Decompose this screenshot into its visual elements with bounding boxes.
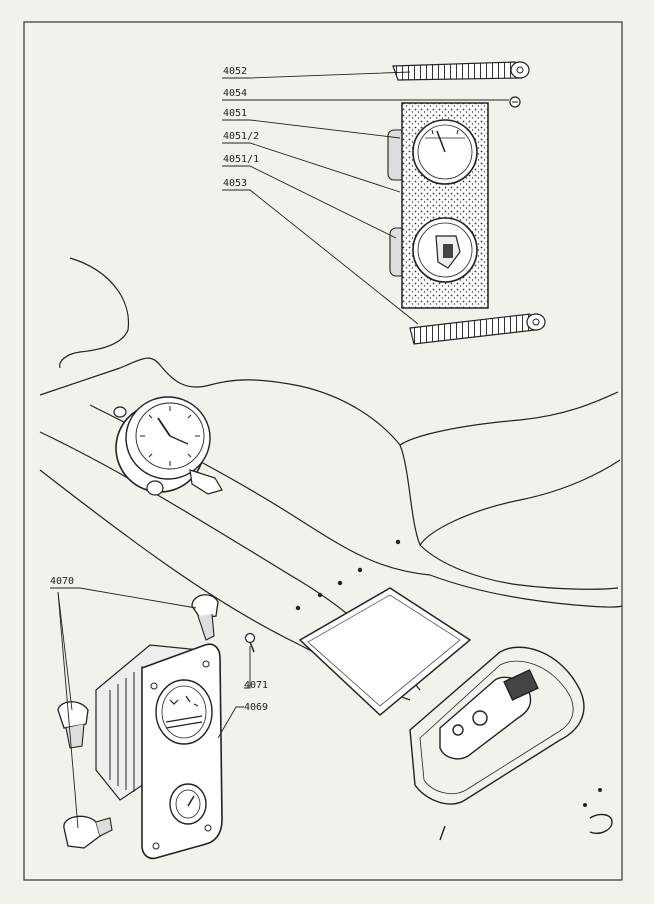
upper-bracket-4052 [392,61,530,81]
label-4051-2: 4051/2 [223,131,259,142]
label-4069: 4069 [244,702,268,713]
upper-leaders [222,71,509,325]
bracket-4070-b [57,701,89,749]
label-4070: 4070 [50,576,74,587]
instrument-cluster-housing [409,646,613,841]
label-4054: 4054 [223,88,247,99]
label-4051-1: 4051/1 [223,154,259,165]
bracket-4070-c [63,815,113,849]
lower-bracket-4053 [409,313,546,345]
page-border [23,21,623,881]
label-4053: 4053 [223,178,247,189]
dual-gauge-panel-4051 [387,102,489,309]
bracket-4070-a [191,594,219,641]
label-4071: 4071 [244,680,268,691]
screw-4071 [244,632,256,653]
gauge-housing-4069 [95,643,223,860]
lower-leaders [50,587,251,829]
lower-gauge-dial [412,217,478,283]
label-4051: 4051 [223,108,247,119]
label-4052: 4052 [223,66,247,77]
screw-4054 [509,96,521,108]
clock-gauge [113,396,223,496]
cover-plate [298,587,472,717]
upper-gauge-dial [412,119,478,185]
